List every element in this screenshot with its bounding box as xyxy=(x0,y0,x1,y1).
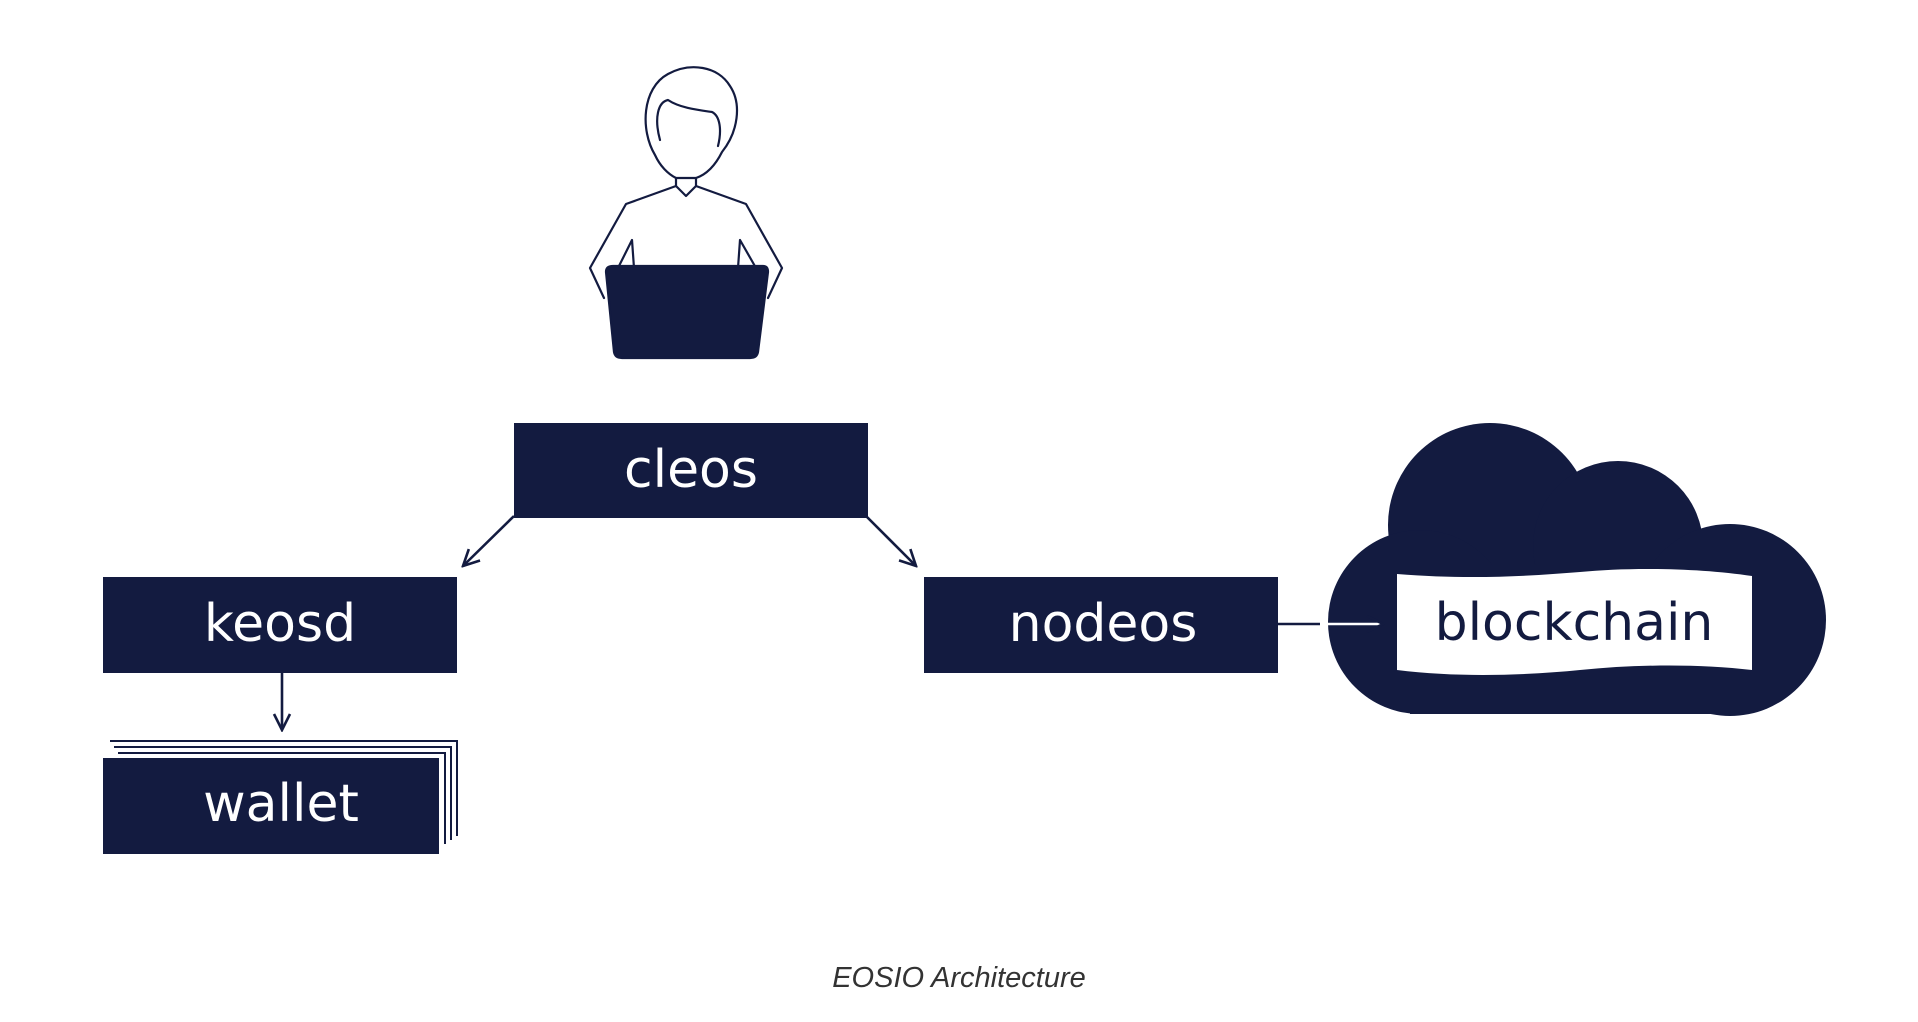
cloud-icon xyxy=(1328,423,1826,716)
person-at-laptop-icon xyxy=(588,66,784,360)
blockchain-node: blockchain xyxy=(1397,568,1752,675)
keosd-node: keosd xyxy=(103,577,457,673)
edge-cleos-keosd xyxy=(463,515,515,566)
connectors xyxy=(282,515,916,730)
blockchain-label: blockchain xyxy=(1435,593,1714,653)
wallet-stack: wallet xyxy=(103,740,458,854)
wallet-label: wallet xyxy=(203,774,359,834)
cleos-node: cleos xyxy=(514,423,868,518)
wallet-node xyxy=(103,758,439,854)
nodeos-node: nodeos xyxy=(924,577,1278,673)
diagram-caption: EOSIO Architecture xyxy=(832,962,1086,994)
keosd-label: keosd xyxy=(204,594,356,654)
edge-cleos-nodeos xyxy=(865,515,916,566)
nodeos-label: nodeos xyxy=(1009,594,1198,654)
cleos-label: cleos xyxy=(624,440,758,500)
